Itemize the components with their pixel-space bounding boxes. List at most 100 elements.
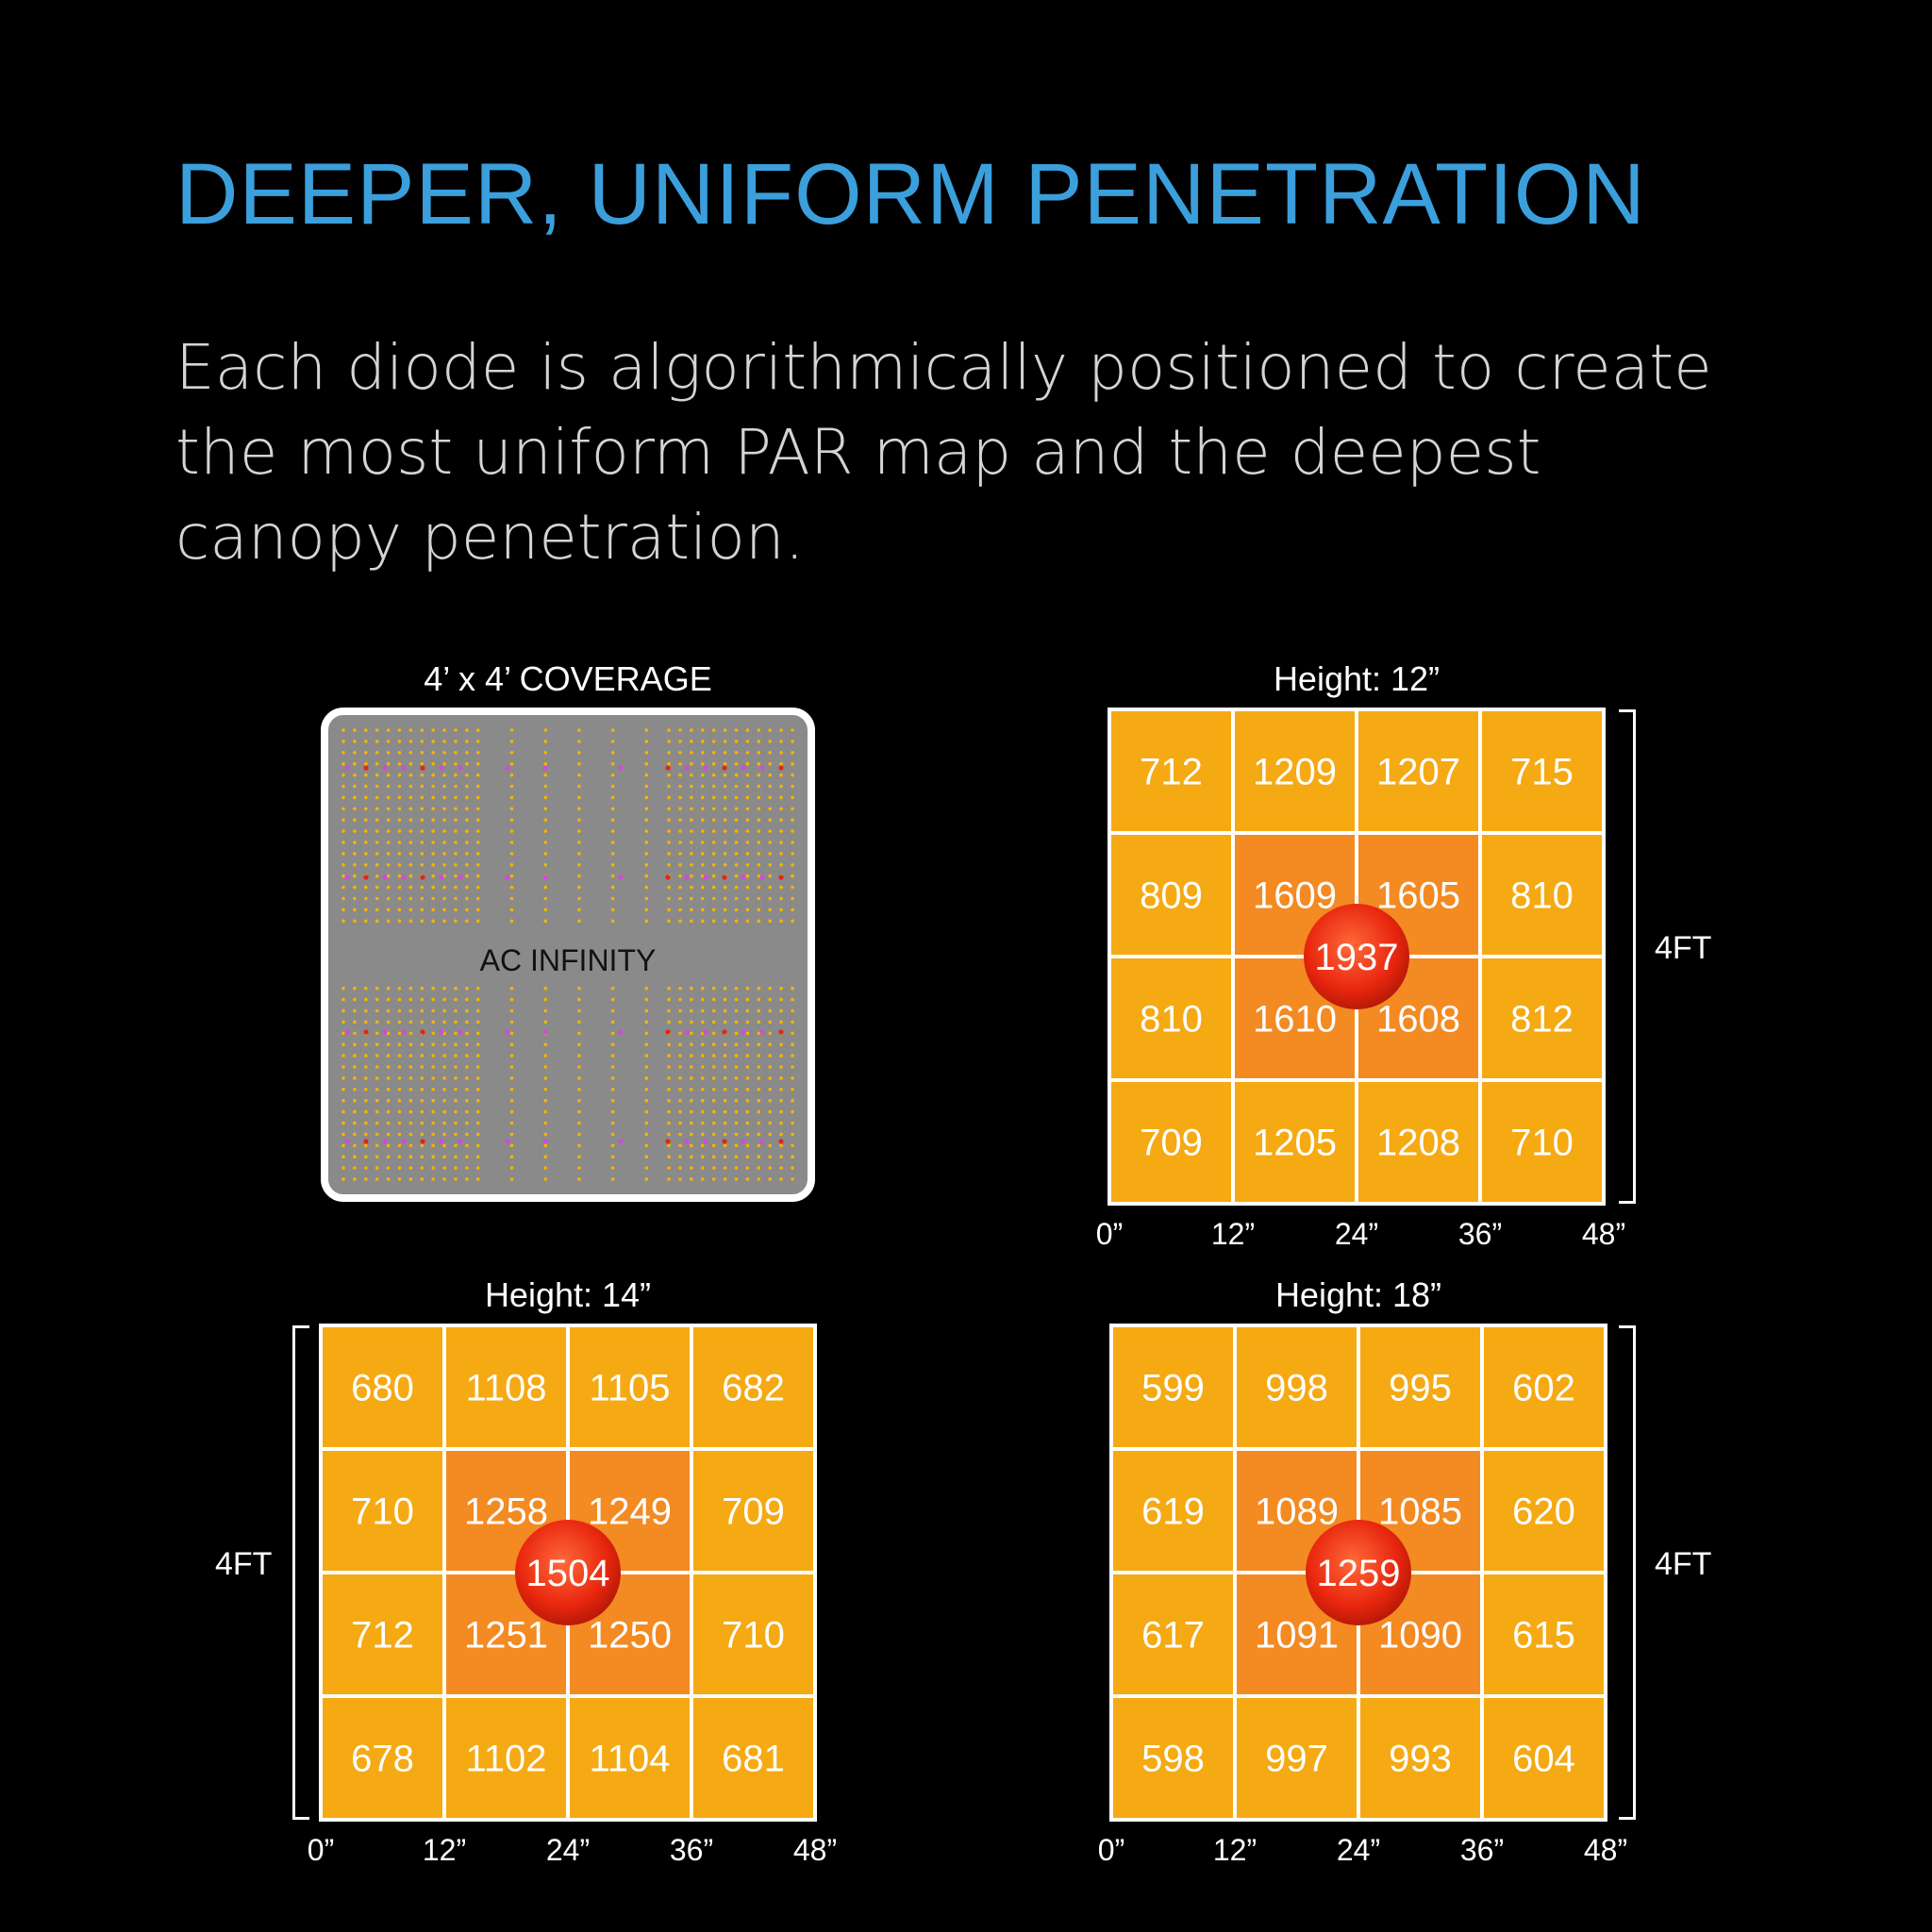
- accent-diode: [722, 874, 727, 880]
- diode: [353, 1031, 357, 1036]
- diode: [678, 773, 682, 777]
- diode: [644, 1121, 649, 1125]
- diode: [734, 874, 739, 878]
- diode: [476, 1143, 480, 1148]
- diode: [543, 1020, 547, 1024]
- diode: [711, 919, 716, 924]
- diode: [364, 1177, 368, 1181]
- diode: [442, 1132, 446, 1137]
- heatmap-cell-value: 681: [722, 1739, 785, 1780]
- accent-diode: [420, 1139, 425, 1144]
- diode: [454, 1020, 458, 1024]
- diode: [745, 997, 750, 1002]
- diode: [734, 896, 739, 901]
- diode: [353, 1155, 357, 1158]
- diode: [723, 1166, 727, 1170]
- diode: [678, 908, 682, 912]
- diode: [757, 751, 761, 755]
- diode: [420, 919, 425, 924]
- x-tick-label: 24”: [1334, 1217, 1379, 1251]
- heatmap-cell-value: 1089: [1255, 1491, 1339, 1533]
- diode: [701, 1109, 705, 1114]
- diode: [768, 1088, 772, 1091]
- diode: [509, 1109, 514, 1114]
- height-bracket: [292, 1325, 309, 1820]
- diode: [610, 751, 615, 755]
- diode: [757, 874, 761, 878]
- diode: [768, 852, 772, 856]
- diode: [734, 1065, 739, 1069]
- diode: [353, 1042, 357, 1046]
- diode: [364, 1098, 368, 1103]
- diode: [734, 728, 739, 732]
- diode: [701, 1065, 705, 1069]
- diode: [397, 841, 402, 844]
- diode: [577, 885, 581, 890]
- diode: [667, 1076, 671, 1080]
- diode: [442, 751, 446, 755]
- diode: [745, 1008, 750, 1013]
- diode: [577, 1088, 581, 1091]
- diode: [723, 1020, 727, 1024]
- heatmap-cell-value: 1605: [1376, 875, 1460, 917]
- diode: [678, 818, 682, 822]
- diode: [701, 1054, 705, 1058]
- diode: [465, 1031, 469, 1036]
- diode: [723, 751, 727, 755]
- diode: [364, 728, 368, 732]
- heatmap-cell-value: 1105: [589, 1368, 670, 1409]
- diode: [701, 1143, 705, 1148]
- diode: [610, 773, 615, 777]
- diode: [711, 885, 716, 890]
- diode: [509, 1008, 514, 1013]
- heatmap-cell-value: 995: [1389, 1368, 1452, 1409]
- diode: [509, 852, 514, 856]
- diode: [577, 751, 581, 755]
- heatmap-title-14: Height: 14”: [484, 1275, 652, 1314]
- diode: [509, 896, 514, 901]
- diode: [701, 1166, 705, 1170]
- diode: [465, 896, 469, 901]
- diode: [791, 1132, 794, 1137]
- diode: [442, 1155, 446, 1158]
- diode: [364, 1076, 368, 1080]
- diode: [408, 1121, 413, 1125]
- diode: [386, 1076, 391, 1080]
- diode: [701, 1020, 705, 1024]
- diode: [408, 728, 413, 732]
- diode: [678, 1177, 682, 1181]
- diode: [757, 1031, 761, 1036]
- heatmap-cell: [1108, 955, 1235, 1082]
- diode: [420, 773, 425, 777]
- diode: [768, 773, 772, 777]
- diode: [711, 1177, 716, 1181]
- diode: [431, 807, 435, 811]
- diode: [577, 1076, 581, 1080]
- diode: [667, 807, 671, 811]
- diode: [465, 1132, 469, 1137]
- diode: [779, 986, 783, 991]
- diode: [678, 997, 682, 1002]
- diode: [341, 829, 345, 833]
- diode: [690, 1076, 693, 1080]
- diode: [341, 863, 345, 867]
- diode: [408, 740, 413, 743]
- diode: [768, 874, 772, 878]
- diode: [690, 829, 693, 833]
- diode: [397, 751, 402, 755]
- diode: [757, 986, 761, 991]
- diode: [465, 885, 469, 890]
- diode: [667, 751, 671, 755]
- diode: [768, 1031, 772, 1036]
- diode: [454, 1132, 458, 1137]
- diode: [667, 986, 671, 991]
- diode: [442, 784, 446, 789]
- diode: [386, 751, 391, 755]
- diode: [341, 1132, 345, 1137]
- diode: [644, 728, 649, 732]
- diode: [454, 896, 458, 901]
- diode: [476, 829, 480, 833]
- diode: [610, 1088, 615, 1091]
- diode: [543, 1132, 547, 1137]
